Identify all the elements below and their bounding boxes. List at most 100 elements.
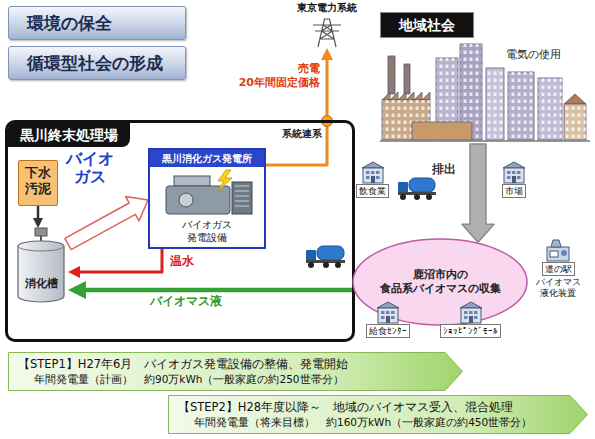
facility-icon [391,311,395,314]
goal-box: 循環型社会の形成 [8,46,186,80]
city-illustration [486,68,504,140]
facility-icon [386,316,390,323]
tank-outline [18,241,64,302]
facility-icon [561,250,567,256]
facility-icon [503,162,525,168]
facility-icon [544,238,572,262]
biogas-generator [235,186,249,206]
facility-icon [517,171,521,174]
city-illustration [564,104,586,140]
flow-connector [37,206,40,225]
community-area: 地域社会電気の使用 [378,10,590,144]
facility-icon [362,162,384,168]
tank-outline [14,228,68,304]
facility-icon [457,300,485,324]
facility-icon [461,308,481,323]
node-text: 【STEP2】H28年度以降～ 地域のバイオマス受入、混合処理 [178,399,560,415]
facility-icon [366,171,370,174]
node-text: 環境の保全 [27,12,167,34]
edge-label: バイオ ガス [62,150,118,186]
step-banner: 【STEP1】H27年6月 バイオガス発電設備の整備、発電開始年間発電量（計画）… [8,352,463,391]
facility-icon [366,176,370,179]
banner-outline [9,353,463,391]
facility-icon [504,168,524,183]
city-illustration [508,72,534,140]
power-grid-node: 東京電力系統 [292,2,362,48]
city-illustration [412,122,472,140]
power-station-box: 黒川消化ガス発電所バイオガス 発電設備 [148,148,266,249]
step-banner: 【STEP2】H28年度以降～ 地域のバイオマス受入、混合処理年間発電量（将来目… [168,395,588,434]
facility-icon [469,316,473,323]
collection-truck [409,178,435,192]
city-illustration [538,78,562,140]
facility-icon [500,160,528,184]
collection-truck [426,194,432,200]
node-text: 【STEP1】H27年6月 バイオガス発電設備の整備、発電開始 [18,356,435,372]
biogas-generator [179,193,193,207]
facility-icon [464,311,468,314]
node-text: 飲食業 [356,184,389,198]
facility-icon [550,251,558,257]
biogas-generator [232,182,252,214]
facility-icon [376,171,380,174]
node-text: 地域社会 [380,12,474,38]
facility-icon [386,311,390,314]
node-text: 消化槽 [25,277,58,290]
node-text: 道の駅 [542,262,575,276]
node-text: 下水 汚泥 [23,165,53,197]
goal-box: 環境の保全 [8,6,186,40]
biogas-generator [217,170,232,192]
flow-connector [72,249,162,272]
node-subtext: 年間発電量（将来目標） 約160万kWh（一般家庭の約450世帯分） [178,415,560,430]
facility-icon [391,316,395,319]
edge-label: 温水 [170,254,194,269]
node-subtext: バイオガス 発電設備 [179,219,235,247]
node-text: 市場 [502,184,526,198]
power-tower [313,19,341,47]
facility-icon [474,316,478,319]
edge-label: 売電 20年間固定価格 [228,62,320,90]
ellipse-outline [353,239,527,325]
facility-node: 給食ｾﾝﾀｰ [366,300,410,338]
flow-connector [73,288,353,293]
node-text: 黒川消化ガス発電所 [150,150,264,167]
edge-label: バイオマス液 [150,294,222,309]
facility-node: 道の駅バイオマス 液化装置 [534,238,583,299]
edge-label: 排出 [432,162,456,177]
facility-icon [363,168,383,183]
facility-icon [371,171,375,174]
city-illustration [564,94,586,104]
node-text: 鹿沼市内の 食品系バイオマスの収集 [368,268,512,296]
sludge-box: 下水 汚泥 [18,160,58,206]
node-text: 循環型社会の形成 [27,52,167,74]
facility-icon [359,160,387,184]
node-subtext: バイオマス 液化装置 [534,277,583,299]
digester-tank: 消化槽 [14,228,68,304]
facility-icon [517,176,521,179]
city-illustration [404,64,410,94]
node-text: 東京電力系統 [292,2,362,14]
facility-icon [547,247,569,261]
annotation-label: 系統連系 [282,127,322,140]
node-text: 黒川終末処理場 [8,123,130,147]
biogas-generator [174,176,210,186]
facility-node: 飲食業 [356,160,389,198]
facility-icon [551,240,561,247]
facility-icon [377,302,399,308]
facility-icon [374,300,402,324]
biogas-generator [166,186,230,214]
facility-icon [512,171,516,174]
node-subtext: 電気の使用 [506,48,561,62]
city-illustration [380,140,590,142]
facility-icon [469,311,473,314]
power-tower [313,19,341,47]
collection-truck [317,246,344,260]
biogas-generator [166,170,252,214]
tank-outline [35,228,47,236]
facility-icon [376,176,380,179]
collection-truck [398,178,436,200]
city-illustration [538,78,562,140]
facility-icon [512,176,516,183]
city-illustration [388,56,395,94]
